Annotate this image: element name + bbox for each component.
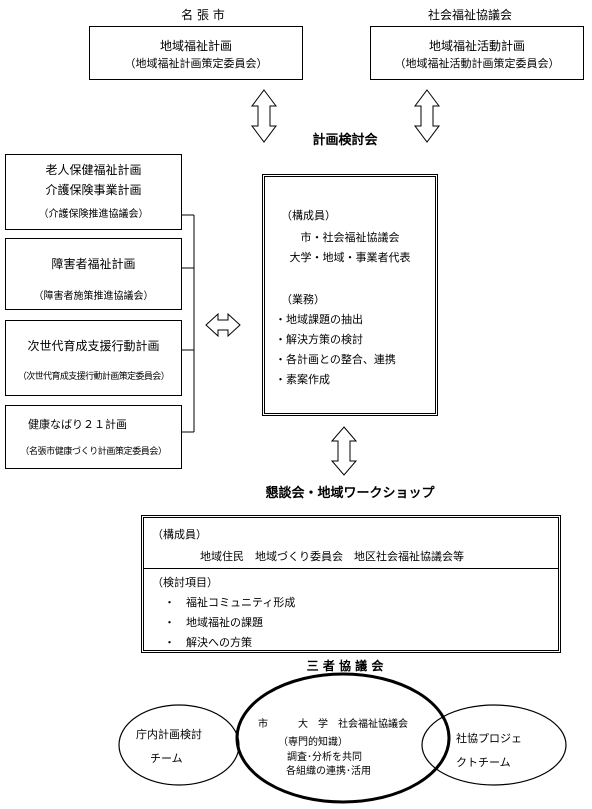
related-plan-box: 障害者福祉計画 （障害者施策推進協議会） <box>5 238 182 310</box>
tripartite-title: 三 者 協 議 会 <box>306 659 384 673</box>
review-duties-heading: （業務） <box>281 293 325 306</box>
council-plan-committee: （地域福祉活動計画策定委員会） <box>394 57 560 70</box>
review-duty: ・地域課題の抽出 <box>275 313 363 326</box>
council-plan-box: 地域福祉活動計画 （地域福祉活動計画策定委員会） <box>370 26 584 80</box>
workshop-title: 懇談会・地域ワークショップ <box>265 486 435 501</box>
right-team-ellipse <box>421 704 567 786</box>
workshop-items-heading: （検討項目） <box>152 576 218 589</box>
related-plan-committee: （名張市健康づくり計画策定委員会） <box>20 447 167 457</box>
related-bracket <box>182 214 195 433</box>
city-plan-title: 地域福祉計画 <box>159 39 232 53</box>
right-team-label: クトチーム <box>456 756 511 769</box>
review-members-heading: （構成員） <box>281 209 336 222</box>
right-team-label: 社協プロジェ <box>456 732 522 745</box>
review-duty: ・素案作成 <box>275 373 330 386</box>
double-arrow-council-icon <box>414 89 440 143</box>
review-member: 大学・地域・事業者代表 <box>289 251 411 264</box>
center-council-label: 市 大 学 社会福祉協議会 <box>258 719 408 730</box>
center-council-ellipse <box>235 672 451 804</box>
council-header: 社会福祉協議会 <box>427 8 512 22</box>
related-plan-committee: （次世代育成支援行動計画策定委員会） <box>17 372 170 382</box>
workshop-box: （構成員） 地域住民 地域づくり委員会 地区社会福祉協議会等 （検討項目） ・ … <box>141 515 561 653</box>
workshop-divider <box>144 568 558 569</box>
review-member: 市・社会福祉協議会 <box>300 231 400 244</box>
left-team-label: チーム <box>150 752 183 765</box>
council-plan-title: 地域福祉活動計画 <box>428 39 525 53</box>
left-team-label: 庁内計画検討 <box>136 728 202 741</box>
center-council-label: 各組織の連携･活用 <box>286 766 371 777</box>
city-plan-box: 地域福祉計画 （地域福祉計画策定委員会） <box>89 26 303 80</box>
workshop-item: ・ 解決への方策 <box>164 636 252 649</box>
workshop-members: 地域住民 地域づくり委員会 地区社会福祉協議会等 <box>200 550 464 563</box>
left-team-ellipse <box>118 704 240 786</box>
related-plan-box: 次世代育成支援行動計画 （次世代育成支援行動計画策定委員会） <box>5 320 182 396</box>
city-plan-committee: （地域福祉計画策定委員会） <box>124 57 268 70</box>
workshop-members-heading: （構成員） <box>152 528 207 541</box>
related-plan-committee: （介護保険推進協議会） <box>38 209 149 220</box>
center-council-label: 調査･分析を共同 <box>287 752 362 763</box>
review-duty: ・解決方策の検討 <box>275 333 363 346</box>
related-plan-title: 老人保健福祉計画 <box>45 163 142 177</box>
related-plan-box: 健康なばり２１計画 （名張市健康づくり計画策定委員会） <box>5 405 182 469</box>
double-arrow-workshop-icon <box>330 426 358 476</box>
related-plan-title: 健康なばり２１計画 <box>28 418 127 431</box>
double-arrow-related-icon <box>205 312 241 338</box>
review-title: 計画検討会 <box>312 133 378 148</box>
related-plan-box: 老人保健福祉計画 介護保険事業計画 （介護保険推進協議会） <box>5 154 182 230</box>
related-plan-title: 次世代育成支援行動計画 <box>27 339 160 353</box>
double-arrow-city-icon <box>251 89 277 143</box>
workshop-item: ・ 地域福祉の課題 <box>164 616 263 629</box>
review-box: （構成員） 市・社会福祉協議会 大学・地域・事業者代表 （業務） ・地域課題の抽… <box>262 174 438 416</box>
city-header: 名 張 市 <box>181 8 225 22</box>
related-plan-title: 障害者福祉計画 <box>51 257 136 271</box>
related-plan-title: 介護保険事業計画 <box>45 183 142 197</box>
related-plan-committee: （障害者施策推進協議会） <box>33 291 154 302</box>
workshop-item: ・ 福祉コミュニティ形成 <box>164 596 296 609</box>
center-council-label: （専門的知識） <box>278 737 348 748</box>
review-duty: ・各計画との整合、連携 <box>275 353 396 366</box>
